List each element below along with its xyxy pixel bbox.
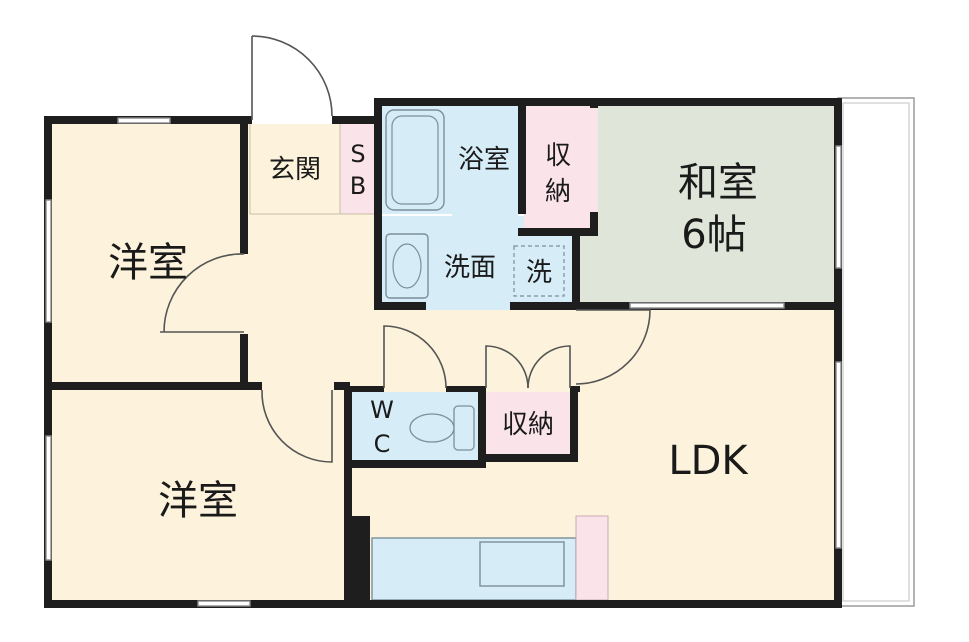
wall-toilet-south <box>344 460 484 468</box>
door-swing-entrance <box>251 35 333 120</box>
wall-west <box>44 116 52 608</box>
wall-bath-east <box>518 98 526 214</box>
shoe-box-label-s: S <box>350 140 365 168</box>
wall-north-right <box>374 98 842 106</box>
wall-bath-west <box>374 98 382 310</box>
window-south-room-bottom <box>197 600 251 607</box>
window-japanese-east <box>835 145 842 269</box>
wall-east <box>834 98 842 608</box>
wall-toilet-east <box>478 386 486 468</box>
washing-machine-label: 洗 <box>526 258 552 288</box>
entrance-label: 玄関 <box>269 155 321 185</box>
wash-basin <box>385 233 429 299</box>
door-gap-storage <box>486 386 570 392</box>
window-ldk-east <box>835 361 842 549</box>
wall-south <box>44 600 842 608</box>
wall-kitchen-stub <box>344 516 370 608</box>
washroom-label: 洗面 <box>444 253 496 283</box>
wash-basin-bowl <box>392 243 422 289</box>
bathroom-label: 浴室 <box>458 145 510 175</box>
balcony <box>837 97 915 607</box>
window-japanese-south <box>629 302 785 309</box>
storage-north-label-2: 納 <box>545 177 571 207</box>
door-gap-room-north <box>240 254 248 334</box>
door-swing-ldk <box>575 309 651 385</box>
door-swing-storage-b <box>527 345 571 389</box>
wall-toilet-north <box>344 386 580 392</box>
door-gap-wash <box>426 302 510 310</box>
entrance-floor <box>249 121 341 215</box>
bathtub-inner <box>391 115 439 205</box>
door-gap-toilet <box>384 386 446 392</box>
door-swing-room-south <box>261 389 333 463</box>
door-swing-storage-a <box>485 345 529 389</box>
western-room-south-floor <box>50 390 350 603</box>
window-north-room-top <box>117 117 171 124</box>
kitchen-sink <box>479 541 565 587</box>
toilet-tank <box>453 405 475 451</box>
western-room-north-label: 洋室 <box>108 240 188 286</box>
wall-storage-mid-south <box>478 454 578 462</box>
door-swing-toilet <box>383 325 447 389</box>
ldk-label: LDK <box>668 438 749 484</box>
western-room-south-label: 洋室 <box>158 478 238 524</box>
door-gap-bath <box>452 208 518 216</box>
wall-wash-east <box>572 228 580 310</box>
japanese-room-label: 和室 <box>678 160 758 206</box>
storage-north-label-1: 収 <box>545 141 571 171</box>
door-gap-room-south <box>262 382 334 390</box>
toilet-label-w: W <box>370 396 394 424</box>
shoe-box-floor <box>339 121 377 215</box>
shoe-box-label-b: B <box>350 172 366 200</box>
storage-middle-floor <box>484 390 572 456</box>
door-gap-entrance <box>252 116 332 124</box>
wall-west-rooms-divider <box>44 382 350 390</box>
washing-machine-space <box>513 245 565 297</box>
western-room-north-floor <box>50 122 246 385</box>
window-north-room-west <box>45 199 52 323</box>
japanese-room-floor <box>580 104 836 305</box>
wall-storage-mid-east <box>570 386 578 462</box>
wall-north-room-east <box>240 116 248 386</box>
fridge-space <box>575 515 609 601</box>
door-gap-storage-north <box>590 108 598 212</box>
toilet-bowl <box>409 413 455 443</box>
bathtub <box>385 109 445 211</box>
storage-north-floor <box>524 104 594 230</box>
wall-south-room-east <box>344 386 352 608</box>
balcony-inner <box>842 102 910 602</box>
storage-middle-label: 収納 <box>502 410 554 440</box>
window-south-room-west <box>45 435 52 561</box>
door-gap-ldk <box>572 310 580 384</box>
japanese-room-size-label: 6帖 <box>681 212 746 258</box>
door-swing-room-north <box>160 253 245 333</box>
wall-storage-south <box>518 228 598 236</box>
toilet-label-c: C <box>374 430 391 458</box>
